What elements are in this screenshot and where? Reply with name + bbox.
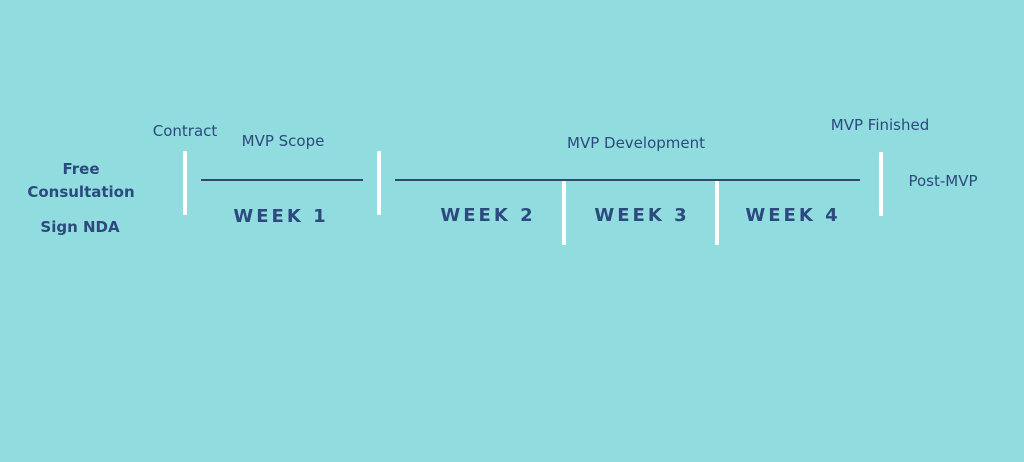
divider-scope-end: [377, 151, 381, 215]
contract-label: Contract: [152, 122, 218, 140]
week-1-label: WEEK 1: [233, 206, 329, 227]
divider-week3-week4: [715, 181, 719, 245]
divider-week2-week3: [562, 181, 566, 245]
week-4-label: WEEK 4: [745, 205, 841, 226]
divider-mvp-finished: [879, 152, 883, 216]
divider-contract: [183, 151, 187, 215]
development-timeline-line: [395, 179, 860, 181]
week-2-label: WEEK 2: [440, 205, 536, 226]
mvp-development-label: MVP Development: [567, 134, 705, 152]
mvp-finished-label: MVP Finished: [830, 116, 930, 134]
week-3-label: WEEK 3: [594, 205, 690, 226]
scope-timeline-line: [201, 179, 363, 181]
post-mvp-label: Post-MVP: [908, 172, 978, 190]
mvp-scope-label: MVP Scope: [241, 132, 325, 150]
sign-nda-label: Sign NDA: [40, 218, 120, 236]
free-consultation-label: Free Consultation: [27, 160, 135, 201]
